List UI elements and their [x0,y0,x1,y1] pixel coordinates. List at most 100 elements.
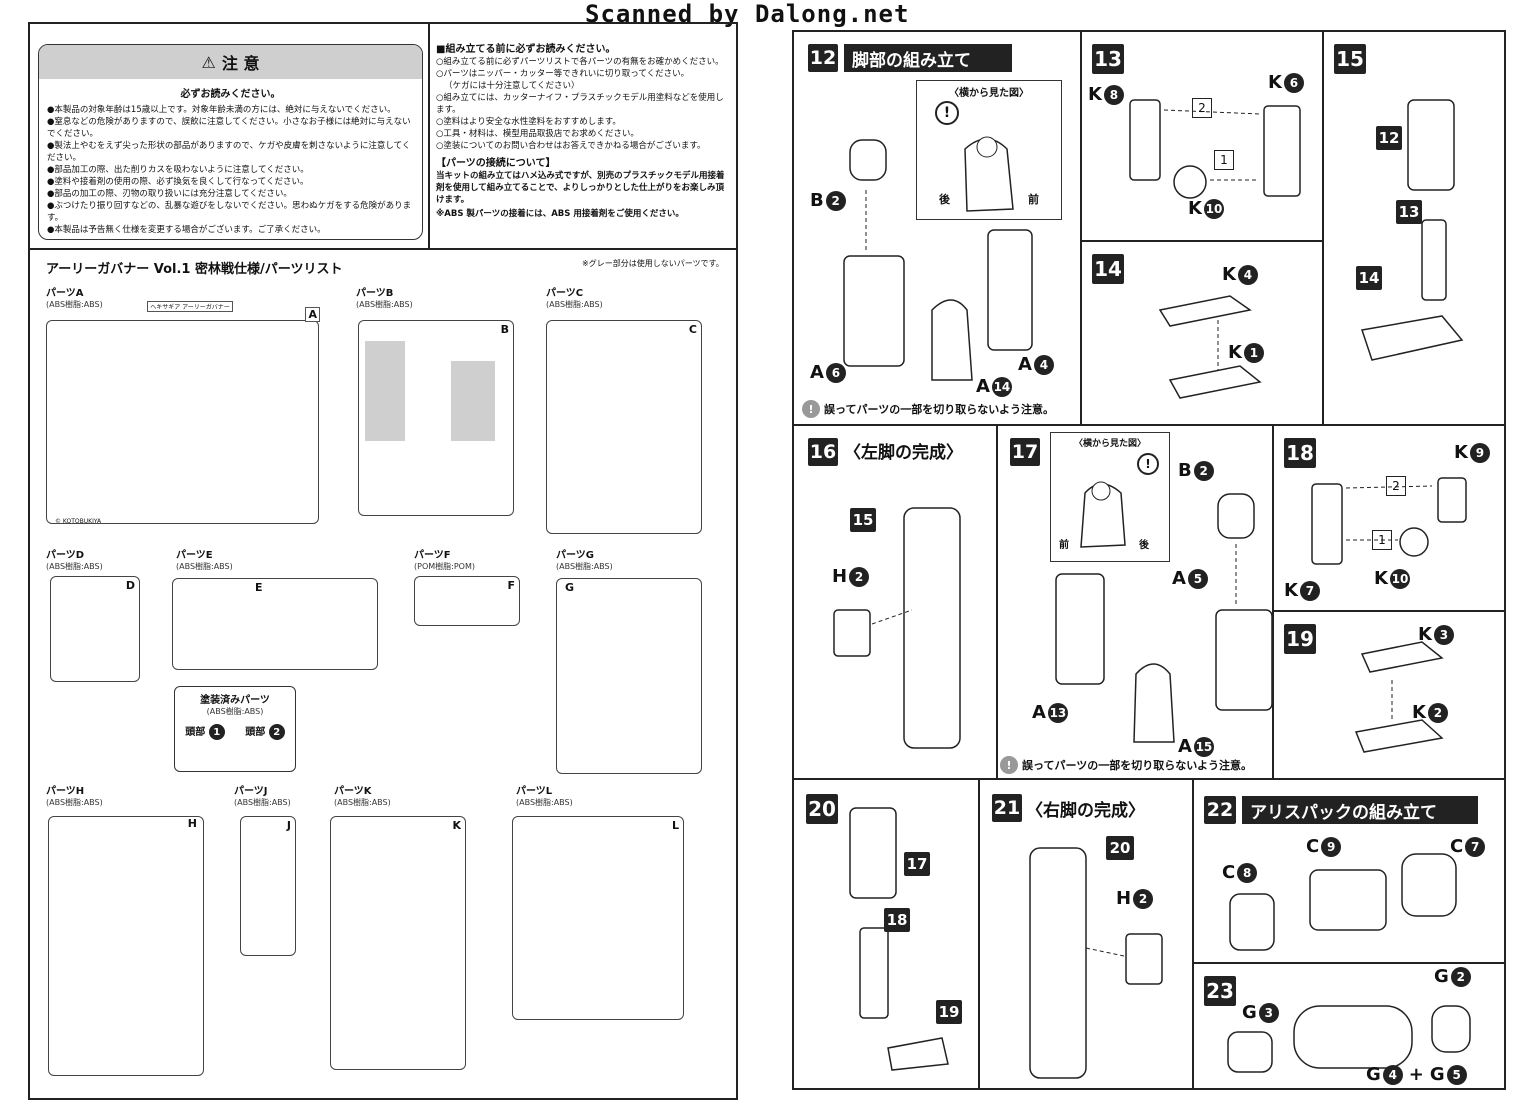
label-back: 後 [1139,540,1149,551]
runner-a-frame: A ヘキサギア アーリーガバナー © KOTOBUKIYA [46,301,320,525]
before-item: （ケガには十分注意してください） [444,81,580,91]
caution-item: ●ぶつけたり振り回すなどの、乱暴な遊びをしないでください。思わぬケガをする危険が… [47,201,412,223]
ref-15: 15 [850,508,876,532]
runner-e-label: パーツE (ABS樹脂:ABS) [176,550,233,571]
step-19-number: 19 [1284,624,1316,654]
step-17-drawing [1055,493,1273,743]
runner-g-label: パーツG (ABS樹脂:ABS) [556,550,613,571]
left-page-frame [28,22,738,1100]
step-16-number: 16 [808,438,838,466]
before-item: ○工具・材料は、模型用品取扱店でお求めください。 [436,129,639,139]
step-22-title: アリスパックの組み立て [1242,796,1478,824]
before-item: ○パーツはニッパー・カッター等できれいに切り取ってください。 [436,69,690,79]
right-page-frame [792,30,1506,1090]
label-back: 後 [939,193,950,206]
caution-header: 注 意 [221,54,260,73]
step-12-sideview-box: 〈横から見た図〉 ! 後 前 [916,80,1062,220]
caution-header-band: ⚠ 注 意 [39,45,422,79]
warning-icon: ! [1000,756,1018,774]
step-16-drawing [833,507,961,749]
runner-k-frame: K [330,816,466,1070]
ref-14: 14 [1356,266,1382,290]
caution-item: ●本製品の対象年齢は15歳以上です。対象年齢未満の方には、絶対に与えないでくださ… [47,105,396,115]
partslist-title: アーリーガバナー Vol.1 密林戦仕様/パーツリスト [46,262,343,277]
step-12-drawing [843,139,1033,381]
caution-box: ⚠ 注 意 必ずお読みください。 ●本製品の対象年齢は15歳以上です。対象年齢未… [38,44,423,240]
step-21-drawing [1029,847,1163,1079]
ref-18: 18 [884,908,910,932]
painted-head-2: 頭部 2 [245,723,285,740]
runner-l-frame: L [512,816,684,1020]
grid-line [978,778,980,1090]
step-13-drawing [1129,99,1301,199]
runner-f-label: パーツF (POM樹脂:POM) [414,550,475,571]
order-1-box: 1 [1372,530,1392,550]
grid-line [1192,778,1194,1090]
step-12-warning: ! 誤ってパーツの一部を切り取らないよう注意。 [802,400,1054,418]
before-item: ○組み立てる前に必ずパーツリストで各パーツの有無をお確かめください。 [436,57,724,67]
ref-13: 13 [1396,200,1422,224]
step-12-sideview-label: 〈横から見た図〉 [949,88,1029,99]
runner-d-frame: D [50,576,140,682]
leg-side-drawing [964,136,1014,212]
before-assembly-notes: ■組み立てる前に必ずお読みください。 ○組み立てる前に必ずパーツリストで各パーツ… [436,44,732,220]
painted-parts-box: 塗装済みパーツ (ABS樹脂:ABS) 頭部 1 頭部 2 [174,686,296,772]
runner-h-frame: H [48,816,204,1076]
step-20-number: 20 [806,794,838,824]
grid-line [792,778,1506,780]
step-12-title: 脚部の組み立て [844,44,1012,72]
warning-icon: ! [802,400,820,418]
runner-h-label: パーツH (ABS樹脂:ABS) [46,786,103,807]
unused-gray-area [365,341,405,441]
ref-12: 12 [1376,126,1402,150]
grid-line [792,424,1506,426]
unused-gray-area [451,361,495,441]
label-front: 前 [1059,540,1069,551]
grid-line [1080,30,1082,424]
left-top-vdivider [428,22,430,248]
order-1-box: 1 [1214,150,1234,170]
runner-d-label: パーツD (ABS樹脂:ABS) [46,550,103,571]
order-2-box: 2 [1386,476,1406,496]
step-19-drawing [1354,641,1444,753]
runner-a-label: パーツA (ABS樹脂:ABS) [46,288,103,309]
caution-list: ●本製品の対象年齢は15歳以上です。対象年齢未満の方には、絶対に与えないでくださ… [39,104,422,236]
ref-19: 19 [936,1000,962,1024]
step-17-sideview-label: 〈横から見た図〉 [1073,439,1146,449]
leg-side-drawing [1080,481,1126,548]
runner-j-frame: J [240,816,296,956]
step-18-number: 18 [1284,438,1316,468]
grid-line [1192,962,1506,964]
before-title: ■組み立てる前に必ずお読みください。 [436,44,616,55]
caution-item: ●製法上やむをえず尖った形状の部品がありますので、ケガや皮膚を刺さないように注意… [47,141,411,163]
runner-b-frame: B [358,320,514,516]
step-20-drawing [849,807,949,1071]
left-page-divider [28,248,738,250]
grid-line [1080,240,1322,242]
step-21-title: 〈右脚の完成〉 [1026,801,1145,821]
caution-subheader: 必ずお読みください。 [180,89,281,100]
grid-line [1322,30,1324,424]
step-23-drawing [1227,1005,1471,1073]
step-22-drawing [1229,853,1457,951]
step-15-drawing [1361,99,1464,361]
runner-g-frame: G [556,578,702,774]
caution-item: ●本製品は予告無く仕様を変更する場合がございます。ご了承ください。 [47,225,326,235]
